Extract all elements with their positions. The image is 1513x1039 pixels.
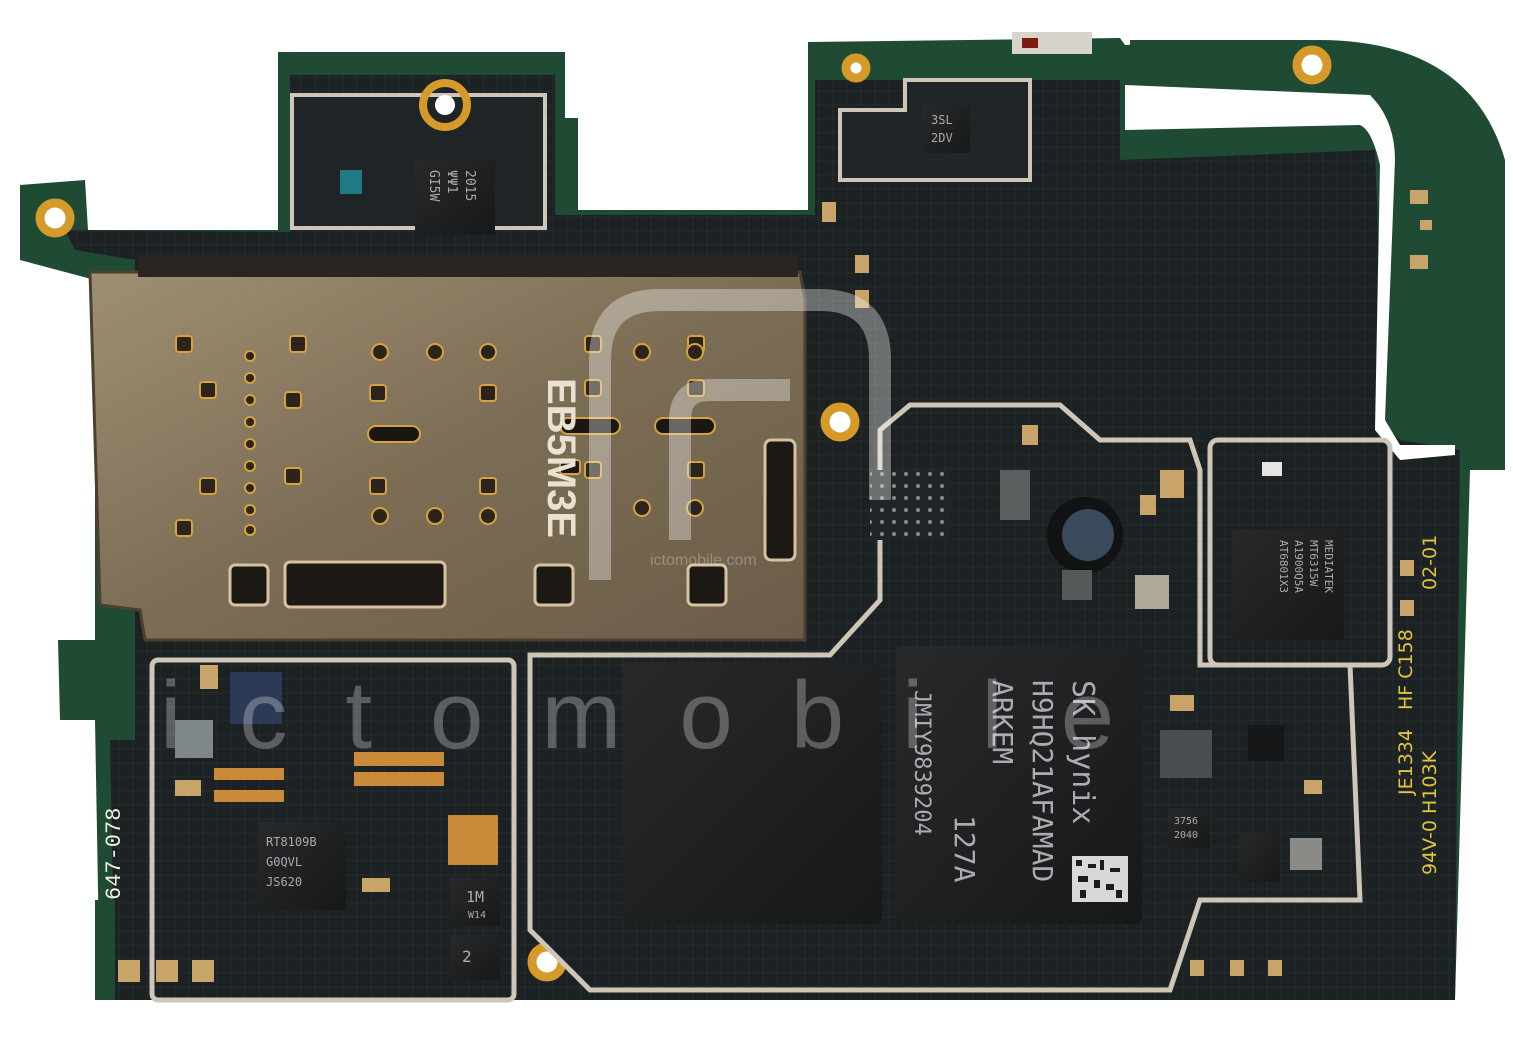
- pmic-top-line2: 2DV: [931, 131, 953, 145]
- coil-chip-line1: 3756: [1174, 816, 1198, 827]
- watermark-logo: [589, 289, 891, 580]
- mediatek-line2: MT6315W: [1307, 540, 1320, 587]
- small-chip-2: 2: [462, 947, 472, 966]
- sim-tray-shield: [88, 255, 807, 642]
- watermark-url: ictomobile.com: [650, 552, 757, 569]
- pmic-top-line1: 3SL: [931, 113, 953, 127]
- rt-chip-line1: RT8109B: [266, 835, 317, 849]
- center-shield: [527, 402, 1363, 993]
- memory-line4: 127A: [948, 815, 981, 883]
- edge-code-line2: 94V-0 H103K: [1419, 750, 1441, 875]
- memory-part: H9HQ21AFAMAD: [1026, 680, 1059, 882]
- mediatek-line3: A1900Q5A: [1292, 540, 1305, 593]
- passive-components: [118, 190, 1432, 982]
- left-bottom-shield: [149, 657, 517, 1003]
- memory-line3: ARKEM: [986, 680, 1019, 764]
- small-chip-1m-sub: W14: [468, 910, 486, 921]
- edge-code-date: 02-01: [1419, 535, 1441, 590]
- top-middle-shield: [838, 32, 1092, 182]
- board-id: 647-078: [102, 808, 127, 900]
- memory-line5: JMIY9839204: [909, 690, 934, 836]
- edge-code-line1b: HF C158: [1395, 629, 1417, 710]
- small-chip-1m: 1M: [466, 888, 484, 906]
- top-left-module: [290, 79, 547, 235]
- mediatek-line4: AT6801X3: [1277, 540, 1290, 593]
- left-chip-line2: ΨΨ1: [444, 170, 459, 193]
- memory-chip: [896, 646, 1142, 924]
- sim-cover-code: EB5M3E: [539, 378, 583, 538]
- pcb-edge-strip: [95, 900, 115, 1000]
- rt-chip-line2: G0QVL: [266, 855, 302, 869]
- memory-brand: SK hynix: [1065, 680, 1100, 825]
- left-chip-line1: GI5W: [426, 170, 441, 201]
- edge-code-line1: JE1334: [1395, 729, 1417, 796]
- mediatek-brand: MEDIATEK: [1322, 540, 1335, 593]
- left-chip-line3: 2015: [462, 170, 477, 201]
- rt-chip-line3: JS620: [266, 875, 302, 889]
- watermark-word: ictomobile: [160, 662, 1172, 769]
- soc-chip: [622, 662, 882, 924]
- coil-chip-line2: 2040: [1174, 830, 1198, 841]
- right-shield: [1207, 437, 1393, 668]
